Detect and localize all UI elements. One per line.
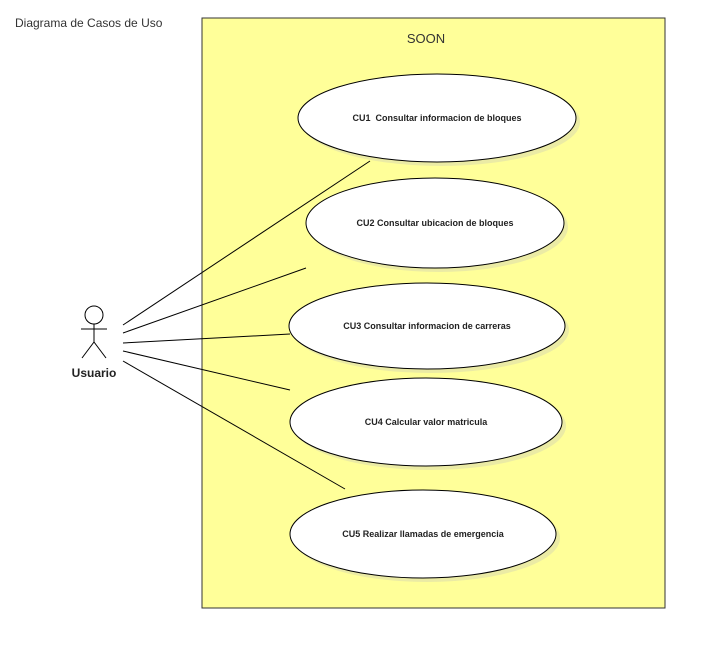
use-case-cu4[interactable]: CU4 Calcular valor matricula: [289, 377, 566, 470]
actor-figure-icon: [81, 305, 107, 359]
use-case-cu5[interactable]: CU5 Realizar llamadas de emergencia: [289, 489, 560, 582]
use-case-label: CU2 Consultar ubicacion de bloques: [356, 218, 513, 228]
association-line-cu1[interactable]: [122, 160, 371, 326]
system-name: SOON: [407, 31, 445, 46]
use-case-cu1[interactable]: CU1 Consultar informacion de bloques: [297, 73, 580, 166]
diagram-title: Diagrama de Casos de Uso: [15, 16, 163, 30]
use-case-label: CU1 Consultar informacion de bloques: [352, 113, 521, 123]
association-line-cu3[interactable]: [122, 333, 291, 344]
use-case-label: CU5 Realizar llamadas de emergencia: [342, 529, 505, 539]
use-case-label: CU3 Consultar informacion de carreras: [343, 321, 511, 331]
association-line-cu4[interactable]: [122, 350, 291, 391]
association-line-cu2[interactable]: [122, 267, 307, 334]
use-case-cu3[interactable]: CU3 Consultar informacion de carreras: [288, 282, 569, 373]
actor-name: Usuario: [72, 366, 117, 380]
association-line-cu5[interactable]: [122, 360, 346, 490]
use-case-cu2[interactable]: CU2 Consultar ubicacion de bloques: [305, 177, 568, 272]
use-case-label: CU4 Calcular valor matricula: [365, 417, 489, 427]
actor-usuario[interactable]: Usuario: [72, 305, 117, 380]
